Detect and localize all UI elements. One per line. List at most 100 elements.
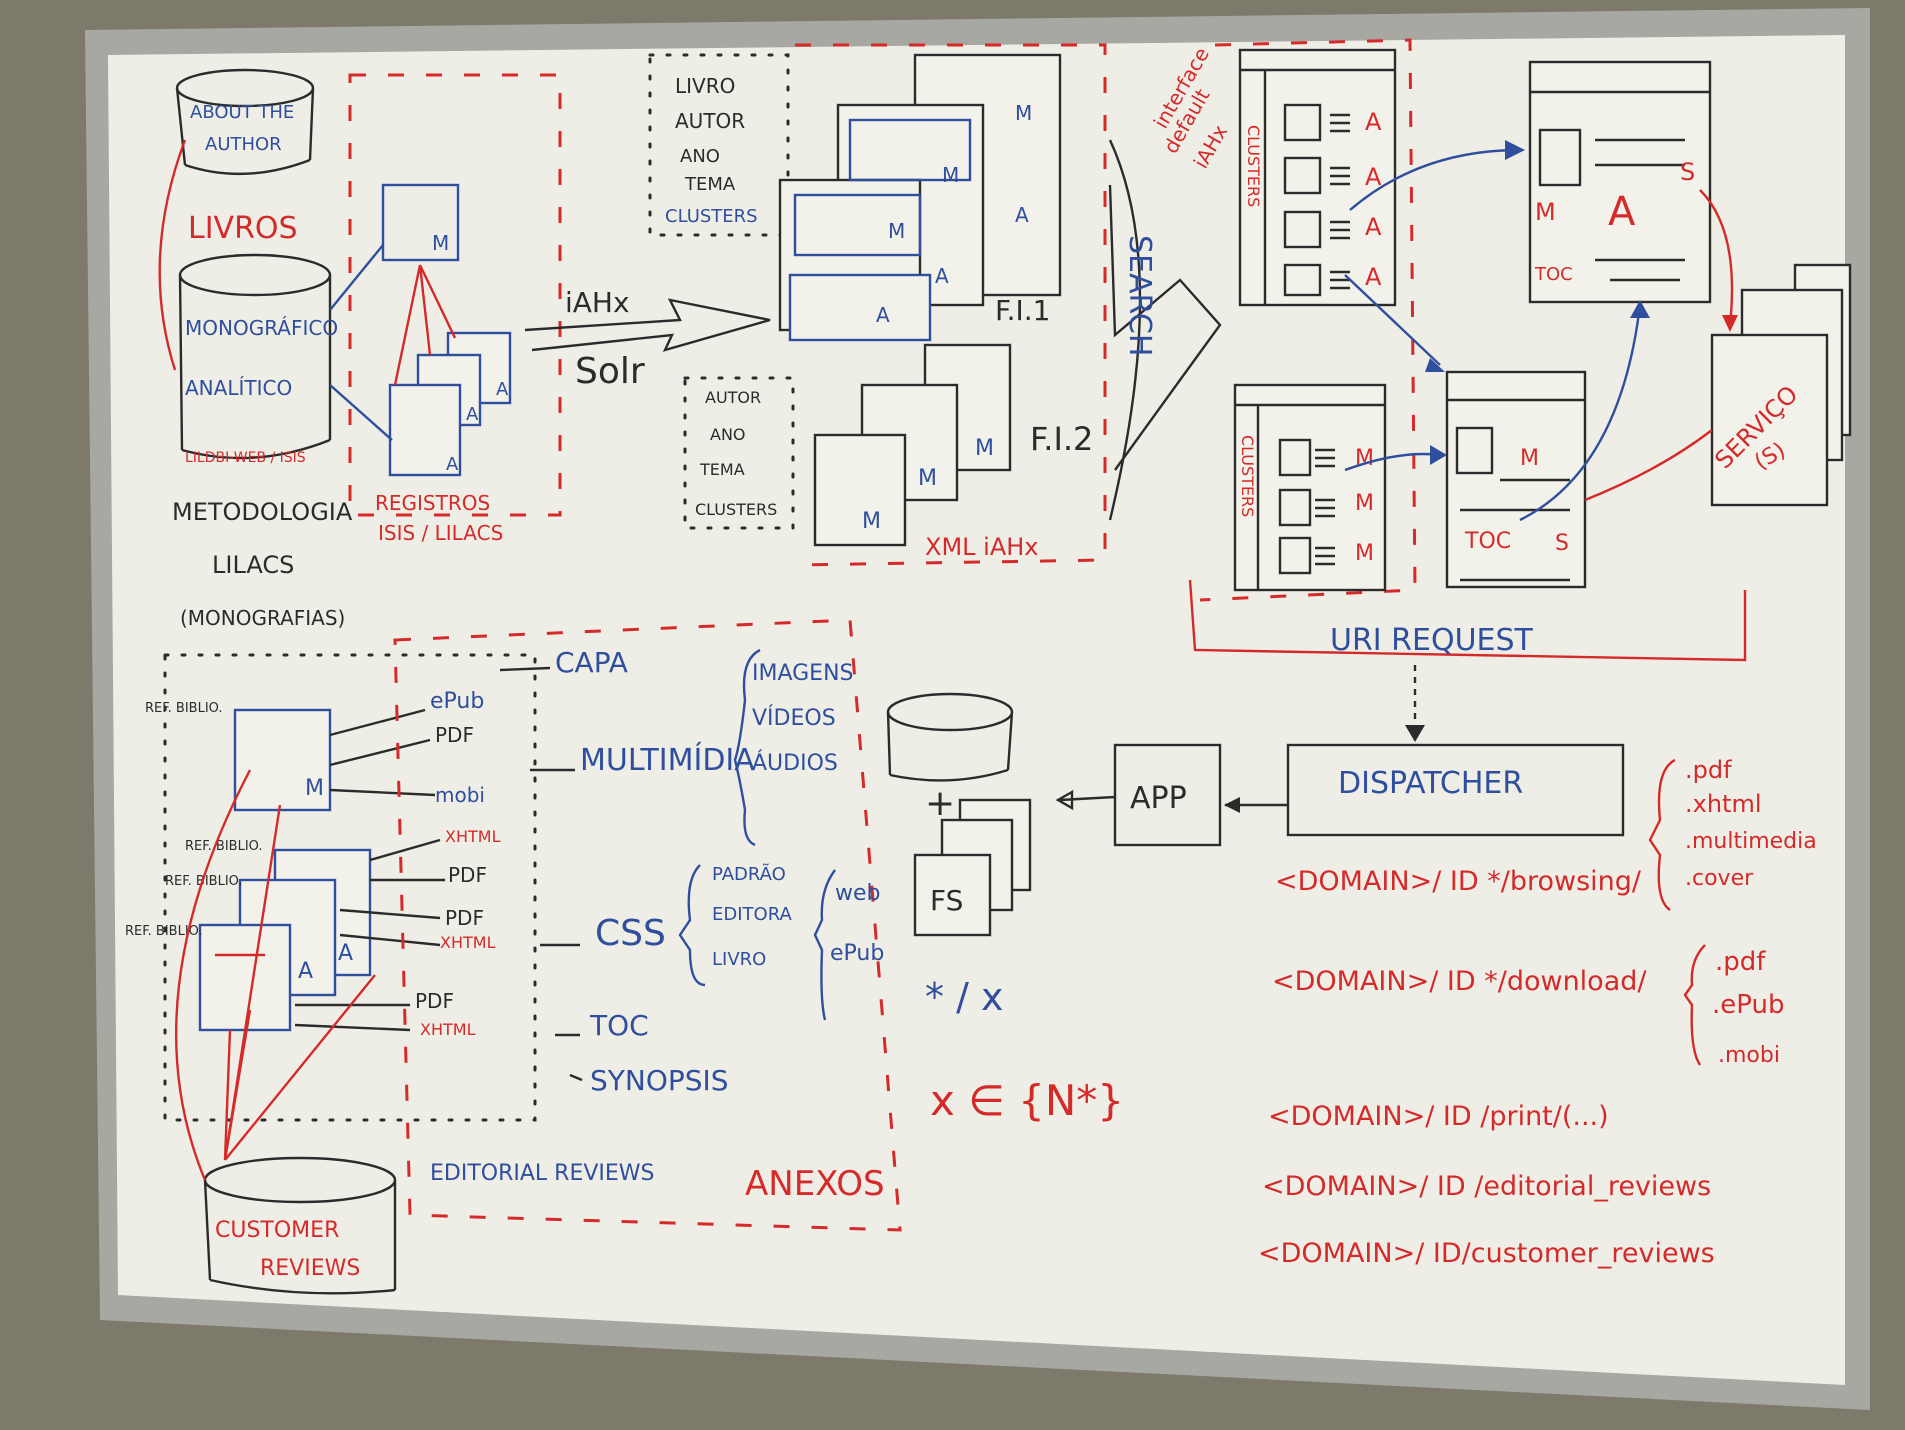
field2-autor: AUTOR	[705, 388, 761, 407]
detail-top-m: M	[1535, 198, 1556, 226]
customer-reviews-cylinder: CUSTOMER REVIEWS	[174, 769, 397, 1295]
route-customer: <DOMAIN>/ ID/customer_reviews	[1258, 1238, 1715, 1269]
registros-line2: ISIS / LILACS	[378, 521, 503, 545]
xml-iahx-label: XML iAHx	[925, 533, 1038, 561]
anexo-css: CSS	[595, 913, 666, 954]
media-audios: ÁUDIOS	[752, 750, 838, 776]
detail-bottom-s: S	[1555, 531, 1569, 556]
fi1-label: F.I.1	[995, 294, 1050, 327]
browse-multimedia: .multimedia	[1685, 829, 1817, 854]
registros-line1: REGISTROS	[375, 491, 490, 515]
app-datastore: + FS	[886, 692, 1032, 937]
dispatcher-box: DISPATCHER	[1224, 743, 1625, 837]
route-download: <DOMAIN>/ ID */download/	[1272, 966, 1647, 997]
field2-tema: TEMA	[699, 460, 745, 479]
field-ano: ANO	[680, 146, 720, 167]
fmt-xhtml2: XHTML	[440, 933, 496, 952]
download-options: .pdf .ePub .mobi	[1683, 944, 1784, 1068]
anexo-capa: CAPA	[555, 646, 628, 679]
detail-top-toc: TOC	[1534, 264, 1573, 285]
doc-label-a1: A	[496, 379, 509, 400]
fi-dashed-border	[795, 43, 1107, 567]
iahx-solr-arrow: iAHx Solr	[524, 286, 771, 392]
css-editora: EDITORA	[712, 904, 792, 925]
row-a4: A	[1365, 263, 1382, 291]
row-a1: A	[1365, 108, 1382, 136]
search-arrow	[1108, 139, 1222, 521]
row-m1: M	[1355, 446, 1374, 471]
fi2-stack: M M M	[813, 343, 1012, 547]
anexos-title: ANEXOS	[745, 1164, 885, 1204]
browse-pdf: .pdf	[1685, 756, 1732, 784]
app-box: APP	[1055, 743, 1222, 847]
doc-label-m: M	[432, 231, 449, 255]
star-x: * / x	[925, 975, 1003, 1019]
uri-request-label: URI REQUEST	[1330, 623, 1534, 658]
search-flow-arrows	[1344, 140, 1738, 522]
doc-label-a2: A	[466, 404, 479, 425]
plus-sign: +	[925, 783, 955, 824]
db-analitico: ANALÍTICO	[185, 376, 292, 400]
stack1-m3: M	[888, 219, 905, 243]
stack2-m3: M	[862, 509, 881, 534]
uri-arrowhead	[1405, 725, 1425, 742]
stack1-m2: M	[942, 163, 959, 187]
fmt-pdf1: PDF	[435, 723, 474, 747]
arrow-label-iahx: iAHx	[565, 286, 630, 319]
dispatcher-label: DISPATCHER	[1338, 766, 1523, 801]
results-page-a: CLUSTERS A A A A	[1238, 48, 1397, 307]
doc-label-a3: A	[446, 454, 459, 475]
clusters-vert-a: CLUSTERS	[1244, 125, 1263, 207]
stack1-m1: M	[1015, 101, 1032, 125]
stack1-a2: A	[935, 264, 949, 288]
servicos-stack: SERVIÇO (S)	[1709, 263, 1852, 507]
about-author-cylinder: ABOUT THE AUTHOR	[175, 68, 315, 176]
doc-m: M	[305, 776, 324, 801]
doc-a1: A	[338, 941, 353, 966]
fmt-pdf4: PDF	[415, 989, 454, 1013]
ref-biblio-4: REF. BIBLIO.	[125, 924, 203, 939]
stack1-a1: A	[1015, 203, 1029, 227]
fmt-xhtml1: XHTML	[445, 827, 501, 846]
row-m3: M	[1355, 541, 1374, 566]
field-clusters: CLUSTERS	[665, 206, 758, 227]
field-tema: TEMA	[684, 174, 736, 195]
stack2-m1: M	[975, 436, 994, 461]
field2-clusters: CLUSTERS	[695, 500, 777, 519]
db-monografico: MONOGRÁFICO	[185, 316, 338, 340]
route-print: <DOMAIN>/ ID /print/(...)	[1268, 1101, 1609, 1132]
css-livro: LIVRO	[712, 949, 766, 970]
results-dashed-box	[1199, 38, 1417, 602]
download-epub: .ePub	[1712, 990, 1784, 1020]
media-imagens: IMAGENS	[752, 661, 854, 686]
route-editorial: <DOMAIN>/ ID /editorial_reviews	[1262, 1171, 1711, 1202]
anexo-toc: TOC	[589, 1009, 649, 1042]
format-list: ePub PDF mobi XHTML PDF PDF XHTML PDF XH…	[294, 689, 501, 1039]
livros-cylinder: MONOGRÁFICO ANALÍTICO LILDBI-WEB / ISIS	[178, 253, 338, 466]
detail-page-top: M A S TOC	[1528, 60, 1712, 304]
media-videos: VÍDEOS	[752, 705, 836, 731]
detail-bottom-toc: TOC	[1464, 529, 1511, 554]
download-mobi: .mobi	[1718, 1043, 1780, 1068]
formats-dashed-box	[163, 653, 537, 1122]
board-surface	[108, 35, 1845, 1385]
download-pdf: .pdf	[1715, 947, 1766, 977]
fmt-xhtml3: XHTML	[420, 1020, 476, 1039]
detail-bottom-m: M	[1520, 446, 1539, 471]
detail-top-a: A	[1608, 189, 1636, 235]
route-browsing: <DOMAIN>/ ID */browsing/	[1275, 866, 1642, 897]
detail-page-bottom: M TOC S	[1445, 370, 1587, 589]
field-autor: AUTOR	[675, 109, 745, 133]
fields-list-1: LIVRO AUTOR ANO TEMA CLUSTERS	[665, 74, 758, 227]
db-lildbi: LILDBI-WEB / ISIS	[185, 450, 306, 466]
ref-biblio-3: REF. BIBLIO.	[165, 874, 243, 889]
fi2-label: F.I.2	[1030, 420, 1093, 458]
livros-label: LIVROS	[188, 211, 298, 246]
app-label: APP	[1130, 781, 1187, 816]
about-author-line1: ABOUT THE	[190, 102, 294, 123]
browsing-options: .pdf .xhtml .multimedia .cover	[1648, 756, 1817, 911]
registros-dashed-box	[348, 73, 562, 517]
css-web: web	[835, 881, 881, 906]
format-docs: M A A	[198, 708, 372, 1032]
